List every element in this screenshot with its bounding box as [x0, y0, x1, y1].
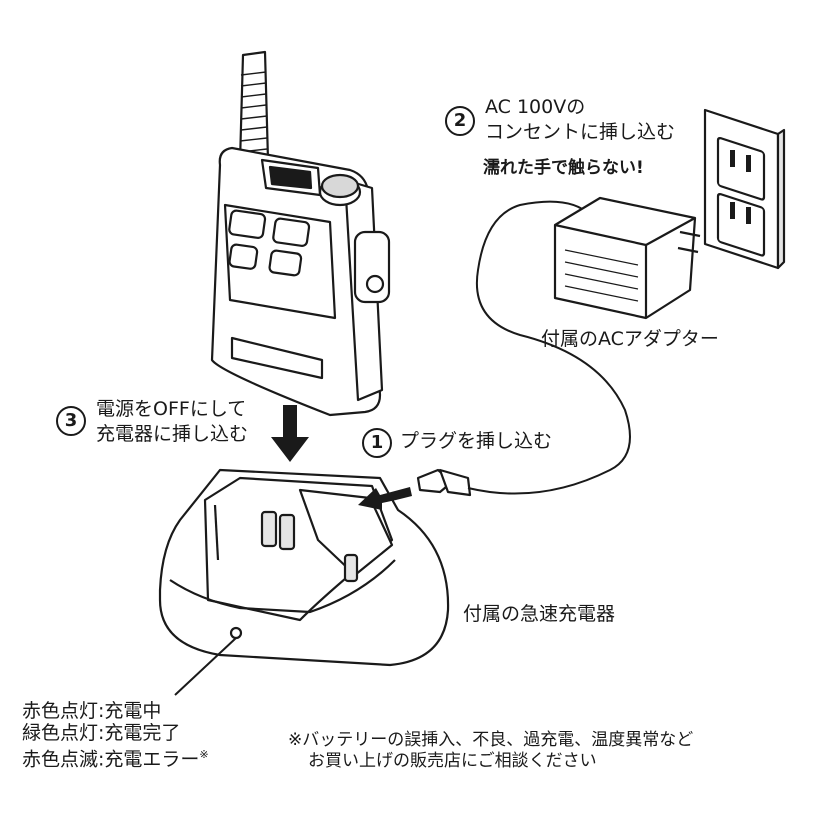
ac-adapter	[553, 196, 701, 320]
step-2-number: 2	[445, 106, 475, 136]
led-status-list: 赤色点灯:充電中 緑色点灯:充電完了 赤色点滅:充電エラー※	[22, 700, 209, 770]
footnote: ※バッテリーの誤挿入、不良、過充電、温度異常など お買い上げの販売店にご相談くだ…	[288, 730, 693, 772]
step-2-warning: 濡れた手で触らない!	[483, 158, 644, 178]
radio-illustration	[210, 50, 391, 417]
footnote-mark: ※	[199, 748, 209, 761]
adapter-cable	[467, 200, 631, 495]
led-status-text: 赤色点滅:充電エラー	[22, 748, 200, 771]
led-status-item: 緑色点灯:充電完了	[22, 722, 181, 744]
led-status-item: 赤色点滅:充電エラー※	[22, 744, 209, 770]
down-arrow	[271, 405, 309, 462]
step-2-line1: AC 100Vの	[485, 96, 586, 118]
charger-illustration	[158, 468, 450, 667]
step-1-text: プラグを挿し込む	[400, 430, 553, 452]
charger-led	[229, 626, 243, 640]
step-3-number: 3	[56, 406, 86, 436]
charger-label: 付属の急速充電器	[463, 603, 616, 625]
step-3-line1: 電源をOFFにして	[96, 398, 247, 420]
plug-arrow	[358, 487, 412, 510]
step-1-number: 1	[362, 428, 392, 458]
footnote-line2: お買い上げの販売店にご相談ください	[308, 751, 597, 771]
dc-plug	[416, 468, 472, 497]
step-3-line2: 充電器に挿し込む	[96, 423, 249, 445]
led-status-item: 赤色点灯:充電中	[22, 700, 162, 722]
wall-outlet	[703, 108, 786, 270]
adapter-label: 付属のACアダプター	[541, 328, 719, 350]
footnote-line1: ※バッテリーの誤挿入、不良、過充電、温度異常など	[288, 730, 694, 750]
step-2-line2: コンセントに挿し込む	[485, 121, 676, 143]
